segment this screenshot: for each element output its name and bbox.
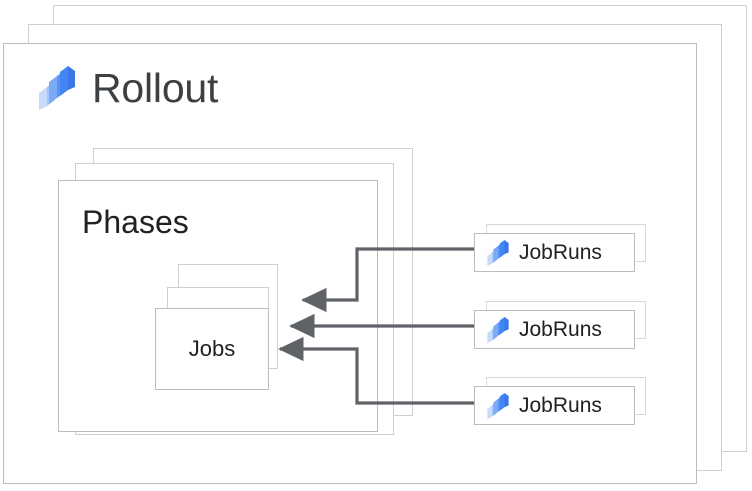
jobruns-label: JobRuns [519, 394, 602, 417]
cloud-deploy-icon [486, 239, 510, 266]
cloud-deploy-icon [486, 392, 510, 419]
jobruns-card-front-0[interactable]: JobRuns [474, 233, 635, 272]
jobs-card-front [155, 308, 269, 390]
cloud-deploy-icon [486, 316, 510, 343]
jobruns-card-front-1[interactable]: JobRuns [474, 310, 635, 349]
phases-title: Phases [82, 204, 189, 240]
jobs-label: Jobs [188, 336, 236, 361]
jobruns-label: JobRuns [519, 318, 602, 341]
jobruns-label: JobRuns [519, 241, 602, 264]
cloud-deploy-icon [38, 66, 76, 110]
jobruns-card-front-2[interactable]: JobRuns [474, 386, 635, 425]
rollout-title: Rollout [92, 64, 219, 111]
rollout-header: Rollout [38, 66, 218, 110]
